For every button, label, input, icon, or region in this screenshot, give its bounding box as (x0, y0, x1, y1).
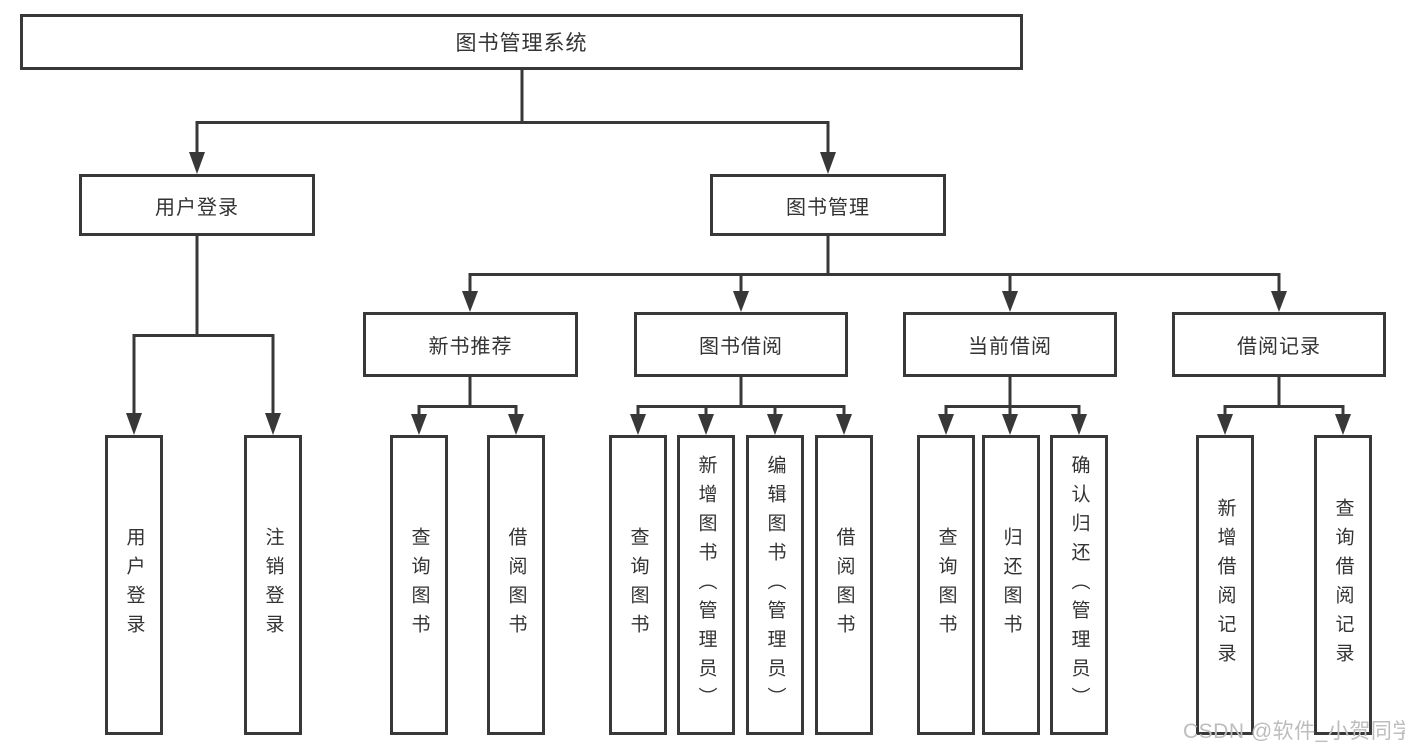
node-new-book-recommend: 新书推荐 (363, 312, 578, 377)
node-label: 查询借阅记录 (1332, 498, 1354, 672)
leaf-query-books-recommend: 查询图书 (390, 435, 448, 735)
leaf-add-book-admin: 新增图书（管理员） (677, 435, 735, 735)
node-label: 新书推荐 (428, 336, 513, 358)
leaf-return-book: 归还图书 (982, 435, 1040, 735)
node-label: 图书管理 (786, 196, 870, 219)
leaf-borrow-books: 借阅图书 (815, 435, 873, 735)
node-label: 归还图书 (1000, 527, 1022, 643)
node-label: 借阅图书 (833, 527, 855, 643)
node-label: 借阅记录 (1237, 336, 1321, 358)
leaf-confirm-return-admin: 确认归还（管理员） (1050, 435, 1108, 735)
node-label: 借阅图书 (505, 527, 527, 643)
node-label: 注销登录 (262, 527, 284, 643)
node-book-borrow: 图书借阅 (634, 312, 848, 377)
edge-user-login-to-leaves (126, 236, 281, 435)
node-label: 编辑图书（管理员） (764, 454, 786, 716)
node-user-login: 用户登录 (79, 174, 315, 236)
node-borrow-records: 借阅记录 (1172, 312, 1386, 377)
node-label: 查询图书 (627, 527, 649, 643)
leaf-add-borrow-record: 新增借阅记录 (1196, 435, 1254, 735)
node-label: 用户登录 (155, 196, 239, 219)
node-label: 新增图书（管理员） (695, 454, 717, 716)
leaf-query-books-borrow: 查询图书 (609, 435, 667, 735)
node-library-management-system: 图书管理系统 (20, 14, 1023, 70)
node-current-borrow: 当前借阅 (903, 312, 1117, 377)
edge-book-management-to-level3 (462, 236, 1287, 312)
edge-root-to-level2 (189, 70, 836, 174)
edge-new-book-recommend-to-leaves (411, 377, 524, 435)
leaf-query-borrow-record: 查询借阅记录 (1314, 435, 1372, 735)
node-book-management: 图书管理 (710, 174, 946, 236)
node-label: 当前借阅 (968, 336, 1052, 358)
edge-borrow-records-to-leaves (1217, 377, 1351, 435)
leaf-edit-book-admin: 编辑图书（管理员） (746, 435, 804, 735)
node-label: 用户登录 (123, 527, 145, 643)
leaf-borrow-books-recommend: 借阅图书 (487, 435, 545, 735)
leaf-logout-login: 注销登录 (244, 435, 302, 735)
node-label: 图书管理系统 (455, 32, 588, 55)
node-label: 确认归还（管理员） (1068, 454, 1090, 716)
node-label: 查询图书 (935, 527, 957, 643)
csdn-watermark: CSDN @软件_小贺同学 (1183, 720, 1405, 743)
leaf-user-login: 用户登录 (105, 435, 163, 735)
leaf-query-books-current: 查询图书 (917, 435, 975, 735)
node-label: 新增借阅记录 (1214, 498, 1236, 672)
node-label: 图书借阅 (699, 336, 783, 358)
node-label: 查询图书 (408, 527, 430, 643)
edge-book-borrow-to-leaves (630, 377, 852, 435)
edge-current-borrow-to-leaves (938, 377, 1087, 435)
